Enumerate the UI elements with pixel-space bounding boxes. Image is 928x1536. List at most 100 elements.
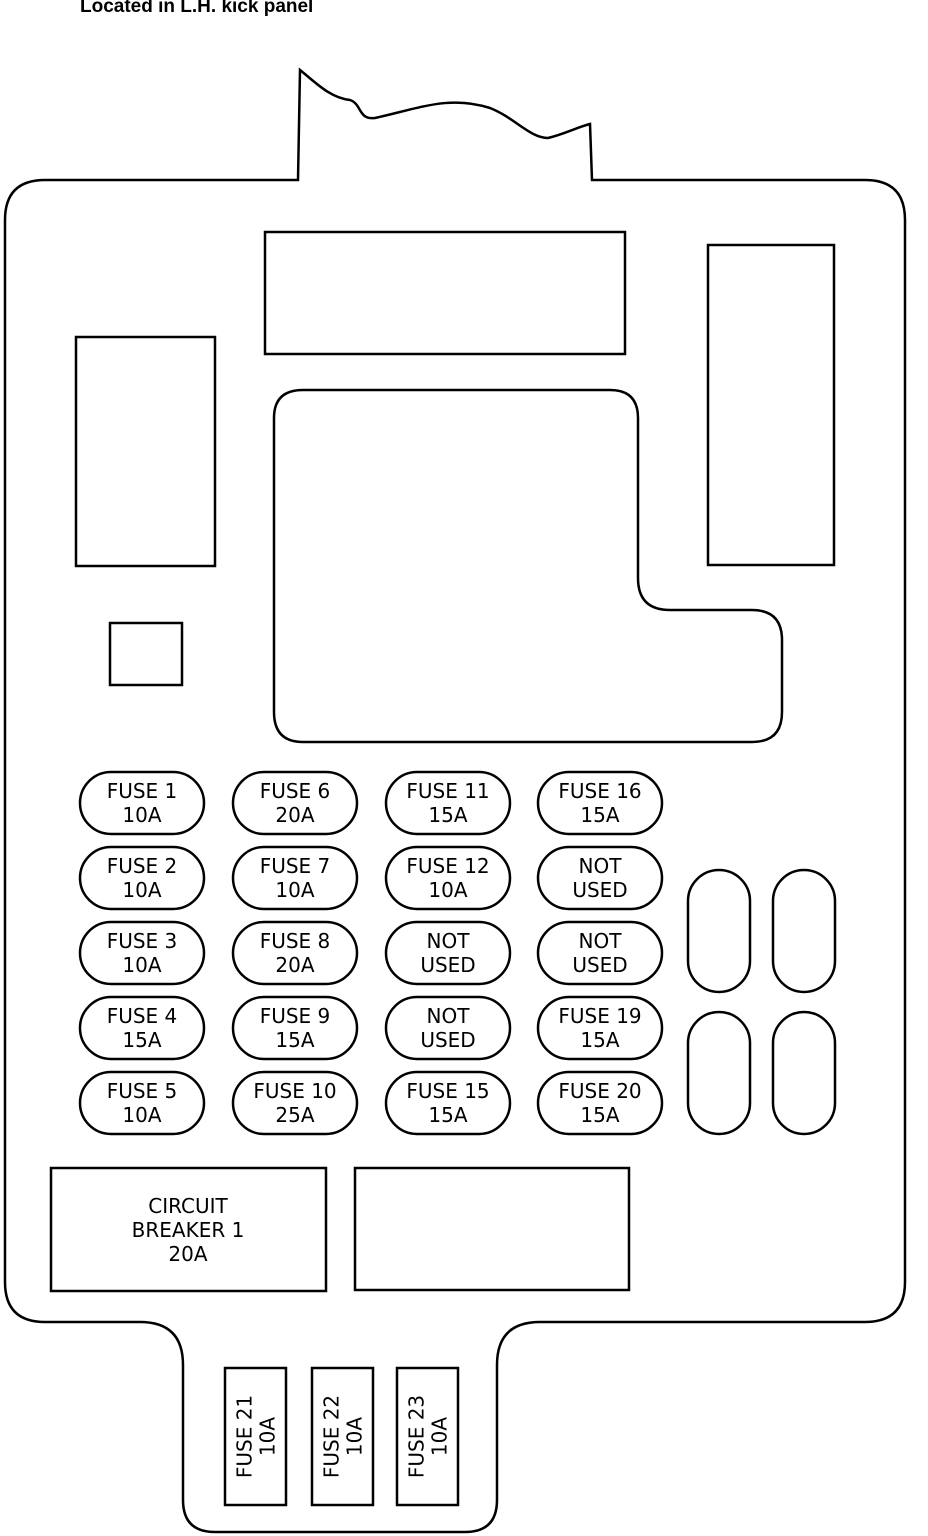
fuse-slot-outline [384, 995, 512, 1061]
fuse-label: FUSE 11 [406, 779, 489, 803]
top-center-block [263, 230, 627, 356]
fuse-label: FUSE 3 [107, 929, 178, 953]
fuse-rating: 10A [428, 878, 467, 902]
small-square-block [108, 621, 184, 687]
fuse-rating: 15A [580, 1103, 619, 1127]
fuse-label: FUSE 1 [107, 779, 178, 803]
fuse-label: FUSE 2 [107, 854, 178, 878]
large-l-shaped-block [272, 388, 784, 744]
relay-slot-top-right [771, 868, 837, 994]
fuse-slot-outline [231, 920, 359, 986]
fuse-label: FUSE 12 [406, 854, 489, 878]
fuse-label: NOT [579, 929, 623, 953]
fuse-rating: 10A [122, 803, 161, 827]
fuse-label: FUSE 7 [260, 854, 331, 878]
fuse-rating: USED [420, 953, 475, 977]
fuse-label: FUSE 9 [260, 1004, 331, 1028]
fuse-label: FUSE 20 [558, 1079, 641, 1103]
fuse-slot-outline [536, 845, 664, 911]
fuse-rating: 10A [122, 953, 161, 977]
relay-slot-bottom-left [686, 1010, 752, 1136]
bottom-fuse-outline [223, 1366, 288, 1507]
fuse-label: NOT [427, 929, 471, 953]
fuse-label: NOT [427, 1004, 471, 1028]
fuse-slot-outline [78, 845, 206, 911]
fuse-label: FUSE 4 [107, 1004, 178, 1028]
bottom-fuse-rating: 10A [343, 1417, 367, 1456]
bottom-fuse-label: FUSE 23 [405, 1395, 429, 1478]
bottom-center-block [353, 1166, 631, 1292]
fuse-slot-outline [384, 1070, 512, 1136]
breaker-label-line1: CIRCUIT [148, 1194, 228, 1218]
fuse-rating: 15A [122, 1028, 161, 1052]
fuse-slot-outline [536, 1070, 664, 1136]
fuse-slot-outline [78, 770, 206, 836]
fuse-rating: 20A [275, 803, 314, 827]
left-tall-block [74, 335, 217, 568]
fuse-rating: 15A [580, 1028, 619, 1052]
fuse-slot-outline [536, 995, 664, 1061]
breaker-rating: 20A [168, 1242, 207, 1266]
fuse-rating: 15A [428, 803, 467, 827]
fuse-label: FUSE 5 [107, 1079, 178, 1103]
right-tall-block [706, 243, 836, 567]
bottom-fuse-rating: 10A [256, 1417, 280, 1456]
bottom-fuse-outline [395, 1366, 460, 1507]
fuse-slot-outline [78, 995, 206, 1061]
fuse-slot-outline [231, 770, 359, 836]
fuse-rating: 10A [122, 1103, 161, 1127]
fuse-label: FUSE 10 [253, 1079, 336, 1103]
fuse-slot-outline [231, 995, 359, 1061]
fuse-slot-outline [384, 845, 512, 911]
fuse-rating: 15A [580, 803, 619, 827]
fuse-label: FUSE 8 [260, 929, 331, 953]
fuse-rating: 25A [275, 1103, 314, 1127]
bottom-fuse-label: FUSE 21 [233, 1395, 257, 1478]
fuse-slot-outline [78, 1070, 206, 1136]
fuse-label: NOT [579, 854, 623, 878]
fuse-slot-outline [231, 845, 359, 911]
fuse-slot-outline [231, 1070, 359, 1136]
fuse-label: FUSE 6 [260, 779, 331, 803]
relay-slot-bottom-right [771, 1010, 837, 1136]
relay-slot-top-left [686, 868, 752, 994]
fuse-slot-outline [384, 770, 512, 836]
fuse-rating: USED [572, 878, 627, 902]
fuse-rating: USED [420, 1028, 475, 1052]
fuse-slot-outline [384, 920, 512, 986]
fuse-rating: USED [572, 953, 627, 977]
bottom-fuse-label: FUSE 22 [320, 1395, 344, 1478]
fuse-label: FUSE 15 [406, 1079, 489, 1103]
circuit-breaker-box [49, 1166, 328, 1293]
fuse-slot-outline [536, 770, 664, 836]
fuse-rating: 10A [275, 878, 314, 902]
fuse-label: FUSE 19 [558, 1004, 641, 1028]
fuse-rating: 15A [275, 1028, 314, 1052]
fuse-slot-outline [78, 920, 206, 986]
fuse-rating: 10A [122, 878, 161, 902]
